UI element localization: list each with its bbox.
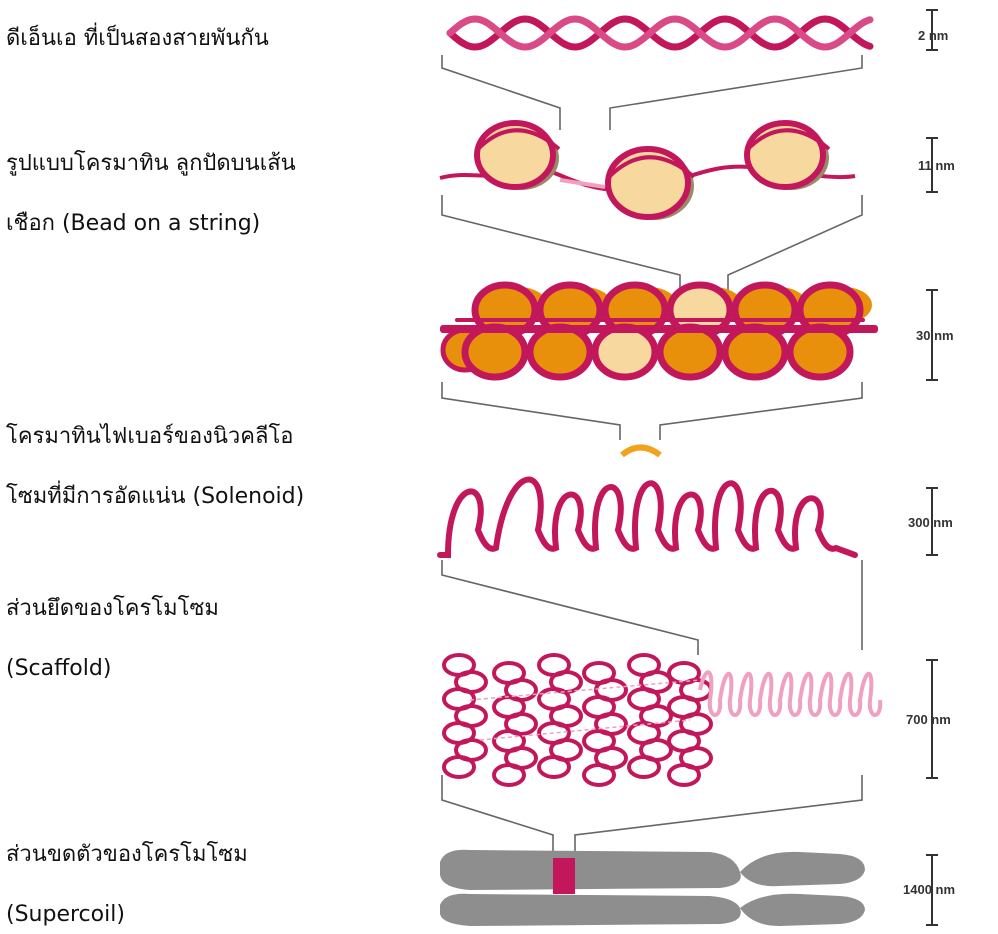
connector-line xyxy=(575,775,862,858)
nucleosome xyxy=(595,327,655,377)
nucleosome xyxy=(530,327,590,377)
coil-loop xyxy=(584,765,614,785)
unwound-fiber xyxy=(700,672,880,715)
nucleosome xyxy=(790,327,850,377)
nucleosome xyxy=(725,327,785,377)
connector-line xyxy=(442,55,560,130)
coil-loop xyxy=(444,757,474,777)
nucleosome-bead xyxy=(747,123,823,187)
nucleosome-fiber-30nm xyxy=(440,285,878,377)
chromatid xyxy=(740,852,865,886)
coil-loop xyxy=(494,765,524,785)
coil-loop xyxy=(629,757,659,777)
connector-line xyxy=(660,382,862,440)
coil-loop xyxy=(539,757,569,777)
chromatid xyxy=(740,894,865,926)
nucleosome xyxy=(660,327,720,377)
beads-on-string xyxy=(440,123,855,220)
connector-line xyxy=(442,560,698,655)
connector-line xyxy=(610,55,862,130)
chromatid xyxy=(440,850,741,890)
solenoid-loops xyxy=(440,448,855,556)
solenoid-fiber xyxy=(440,480,855,555)
centromere-band xyxy=(553,858,575,894)
dna-double-helix xyxy=(450,19,870,47)
fiber-strand xyxy=(440,325,878,333)
connector-line xyxy=(728,195,862,290)
fiber-strand xyxy=(455,318,865,322)
coil-loop xyxy=(669,765,699,785)
solenoid-highlight xyxy=(622,448,660,456)
scale-bars xyxy=(926,10,938,925)
connector-line xyxy=(442,382,620,440)
chromosome xyxy=(440,850,865,926)
nucleosome-bead xyxy=(477,123,553,187)
connector-line xyxy=(442,775,553,858)
chromatid xyxy=(440,894,741,926)
nucleosome xyxy=(465,327,525,377)
scaffold-coils xyxy=(444,655,880,785)
